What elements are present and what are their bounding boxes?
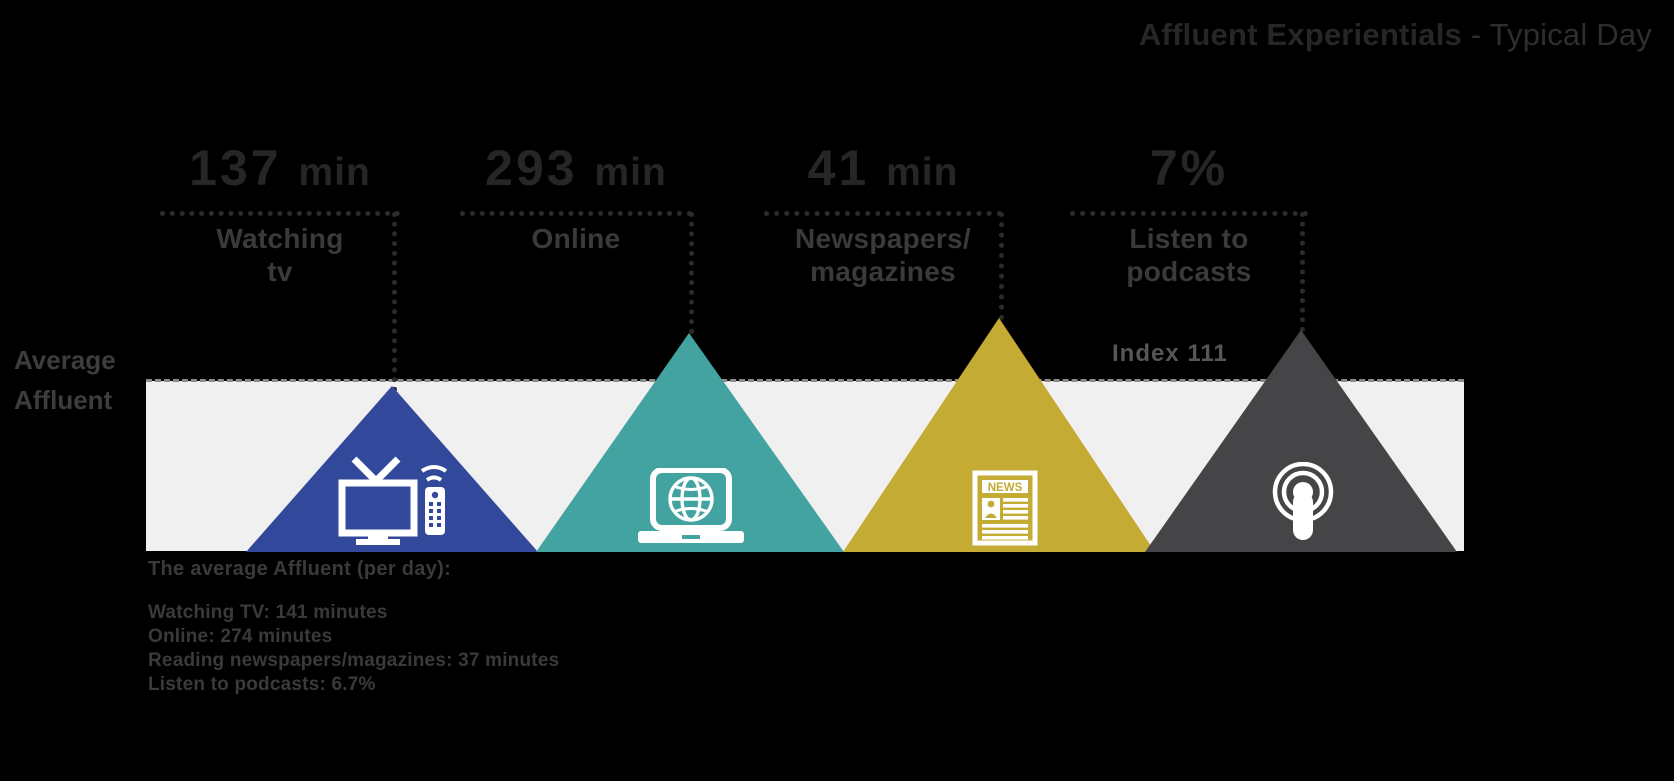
footnote-line: Reading newspapers/magazines: 37 minutes bbox=[148, 650, 560, 671]
footnote-block: The average Affluent (per day): Watching… bbox=[148, 558, 559, 697]
page-title-bold: Affluent Experientials bbox=[1138, 17, 1462, 52]
baseline-axis-label-line2: Affluent bbox=[14, 385, 113, 415]
connector-listen-podcasts bbox=[1300, 212, 1305, 332]
triangle-newspapers-magazines bbox=[843, 318, 1155, 552]
stat-label-watching-tv: Watching tv bbox=[216, 223, 344, 287]
laptop-globe-icon bbox=[638, 468, 744, 544]
triangle-listen-podcasts bbox=[1145, 330, 1457, 552]
stat-rule-listen-podcasts bbox=[1070, 211, 1308, 216]
television-icon bbox=[330, 455, 454, 545]
stat-online: 293 min Online bbox=[460, 140, 692, 255]
baseline-axis-label: Average Affluent bbox=[14, 340, 149, 420]
stat-value-newspapers-magazines: 41 min bbox=[807, 140, 959, 196]
stat-newspapers-magazines: 41 min Newspapers/ magazines bbox=[764, 140, 1002, 288]
stat-label-listen-podcasts: Listen to podcasts bbox=[1126, 223, 1252, 287]
newspaper-icon: NEWS bbox=[972, 470, 1038, 546]
stat-rule-newspapers-magazines bbox=[764, 211, 1002, 216]
page-title: Affluent Experientials - Typical Day bbox=[1139, 14, 1652, 56]
stat-watching-tv: 137 min Watching tv bbox=[160, 140, 400, 288]
stat-value-online: 293 min bbox=[485, 140, 667, 196]
stat-listen-podcasts: 7% Listen to podcasts bbox=[1070, 140, 1308, 288]
podcast-microphone-icon bbox=[1268, 462, 1338, 548]
footnote-line: Online: 274 minutes bbox=[148, 626, 333, 647]
page-title-light: - Typical Day bbox=[1461, 17, 1652, 52]
footnote-line: Listen to podcasts: 6.7% bbox=[148, 674, 376, 695]
stat-label-newspapers-magazines: Newspapers/ magazines bbox=[794, 223, 972, 287]
stat-value-listen-podcasts: 7% bbox=[1149, 140, 1229, 196]
connector-watching-tv bbox=[392, 212, 397, 392]
baseline-axis-label-line1: Average bbox=[14, 345, 116, 375]
connector-newspapers-magazines bbox=[999, 212, 1004, 320]
triangle-online bbox=[536, 333, 844, 552]
stat-rule-watching-tv bbox=[160, 211, 400, 216]
index-annotation: Index 111 bbox=[1112, 340, 1228, 367]
footnote-line: Watching TV: 141 minutes bbox=[148, 602, 388, 623]
average-baseline bbox=[146, 379, 1464, 382]
connector-online bbox=[689, 212, 694, 334]
stat-rule-online bbox=[460, 211, 692, 216]
footnote-heading: The average Affluent (per day): bbox=[148, 558, 452, 580]
stat-label-online: Online bbox=[531, 223, 621, 254]
svg-text:NEWS: NEWS bbox=[988, 482, 1023, 494]
stat-value-watching-tv: 137 min bbox=[189, 140, 371, 196]
